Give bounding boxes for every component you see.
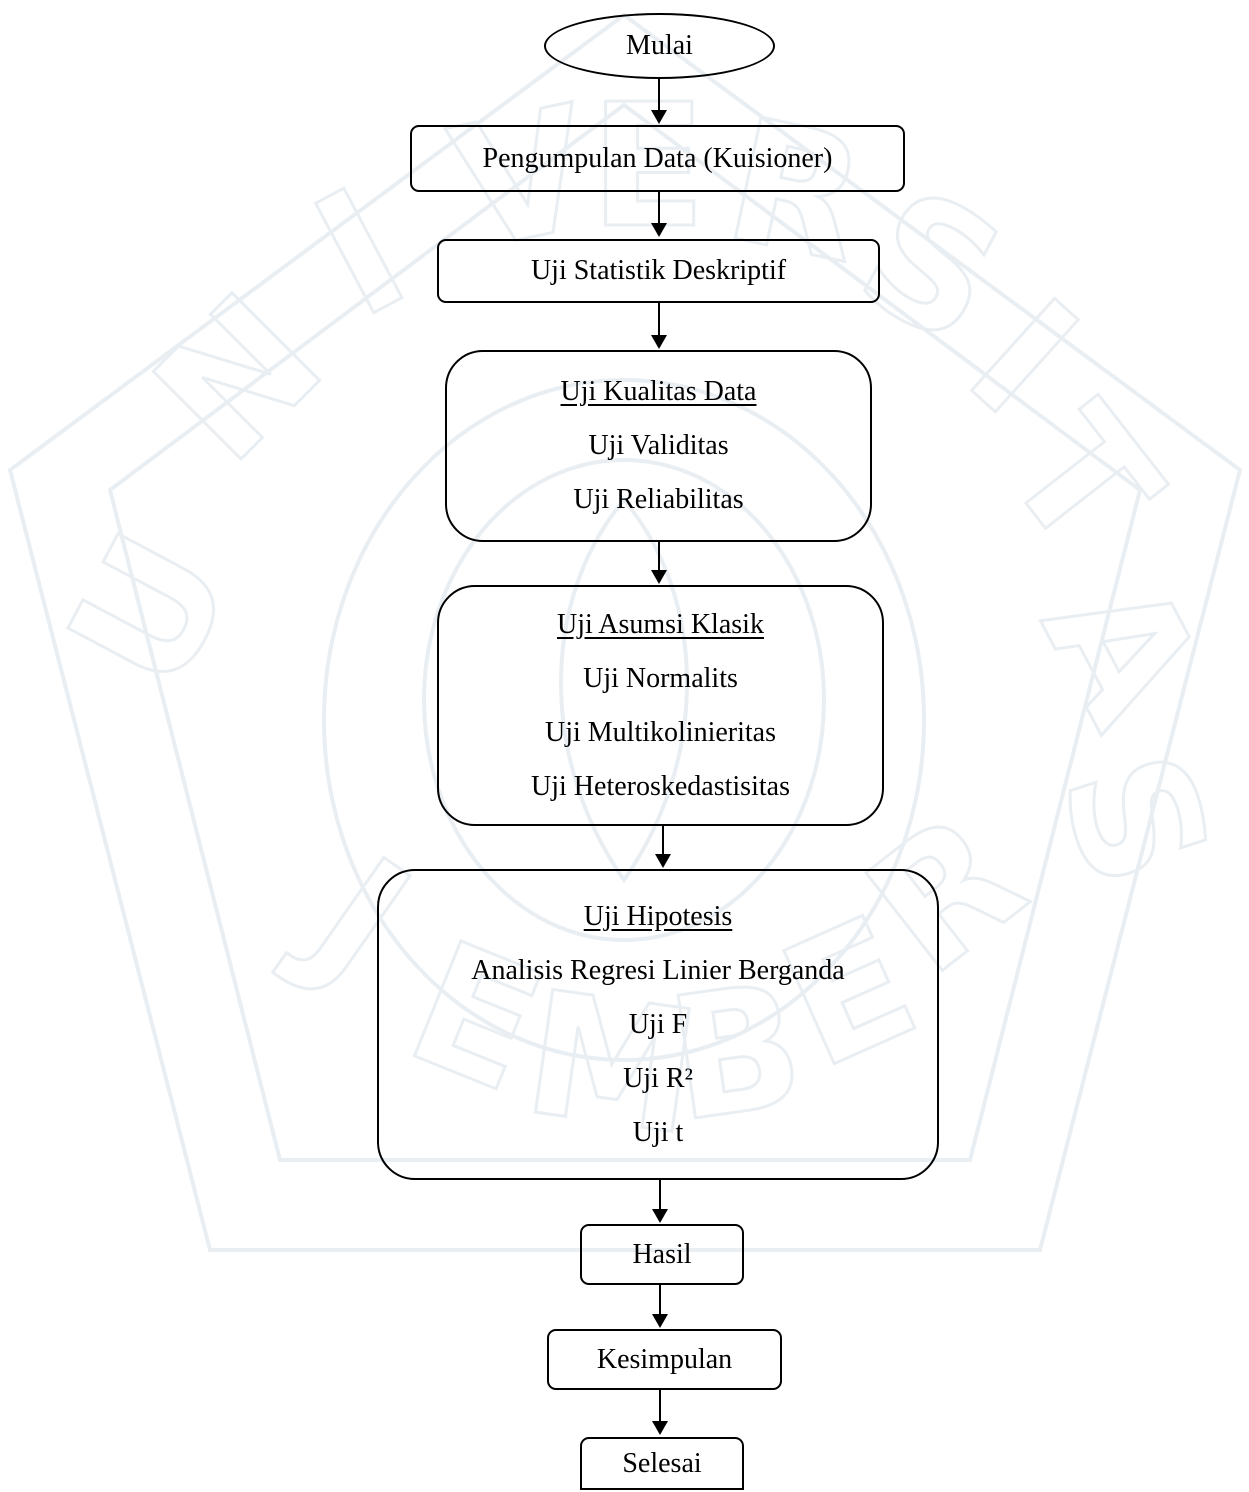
hypothesis-test-node: Uji Hipotesis Analisis Regresi Linier Be… — [377, 869, 939, 1180]
validity-test-label: Uji Validitas — [588, 430, 729, 461]
end-label: Selesai — [622, 1447, 702, 1479]
start-node: Mulai — [544, 13, 775, 79]
arrow-descriptive-to-quality — [647, 303, 671, 349]
heteroscedasticity-test-label: Uji Heteroskedastisitas — [531, 770, 790, 802]
data-collection-node: Pengumpulan Data (Kuisioner) — [410, 125, 905, 192]
arrow-conclusion-to-end — [648, 1390, 672, 1435]
data-quality-title: Uji Kualitas Data — [560, 376, 757, 407]
descriptive-statistics-node: Uji Statistik Deskriptif — [437, 239, 880, 303]
arrow-collect-to-descriptive — [647, 192, 671, 237]
result-label: Hasil — [632, 1238, 692, 1270]
arrow-start-to-collect — [647, 79, 671, 124]
arrow-assumption-to-hypothesis — [651, 826, 675, 868]
conclusion-node: Kesimpulan — [547, 1329, 782, 1390]
result-node: Hasil — [580, 1224, 744, 1285]
conclusion-label: Kesimpulan — [596, 1343, 733, 1375]
data-quality-node: Uji Kualitas Data Uji Validitas Uji Reli… — [445, 350, 872, 542]
arrow-result-to-conclusion — [648, 1285, 672, 1328]
classical-assumption-node: Uji Asumsi Klasik Uji Normalits Uji Mult… — [437, 585, 884, 826]
end-node: Selesai — [580, 1437, 744, 1490]
multicollinearity-test-label: Uji Multikolinieritas — [545, 716, 776, 748]
t-test-label: Uji t — [632, 1116, 684, 1148]
f-test-label: Uji F — [628, 1008, 688, 1040]
arrow-quality-to-assumption — [647, 542, 671, 584]
r-squared-test-label: Uji R² — [623, 1062, 693, 1094]
start-label: Mulai — [626, 30, 693, 61]
descriptive-statistics-label: Uji Statistik Deskriptif — [530, 255, 787, 286]
arrow-hypothesis-to-result — [648, 1180, 672, 1223]
classical-assumption-title: Uji Asumsi Klasik — [557, 608, 764, 640]
data-collection-label: Pengumpulan Data (Kuisioner) — [482, 142, 833, 174]
normality-test-label: Uji Normalits — [583, 662, 738, 694]
reliability-test-label: Uji Reliabilitas — [573, 484, 744, 515]
multiple-regression-label: Analisis Regresi Linier Berganda — [471, 954, 845, 986]
hypothesis-test-title: Uji Hipotesis — [583, 900, 733, 932]
